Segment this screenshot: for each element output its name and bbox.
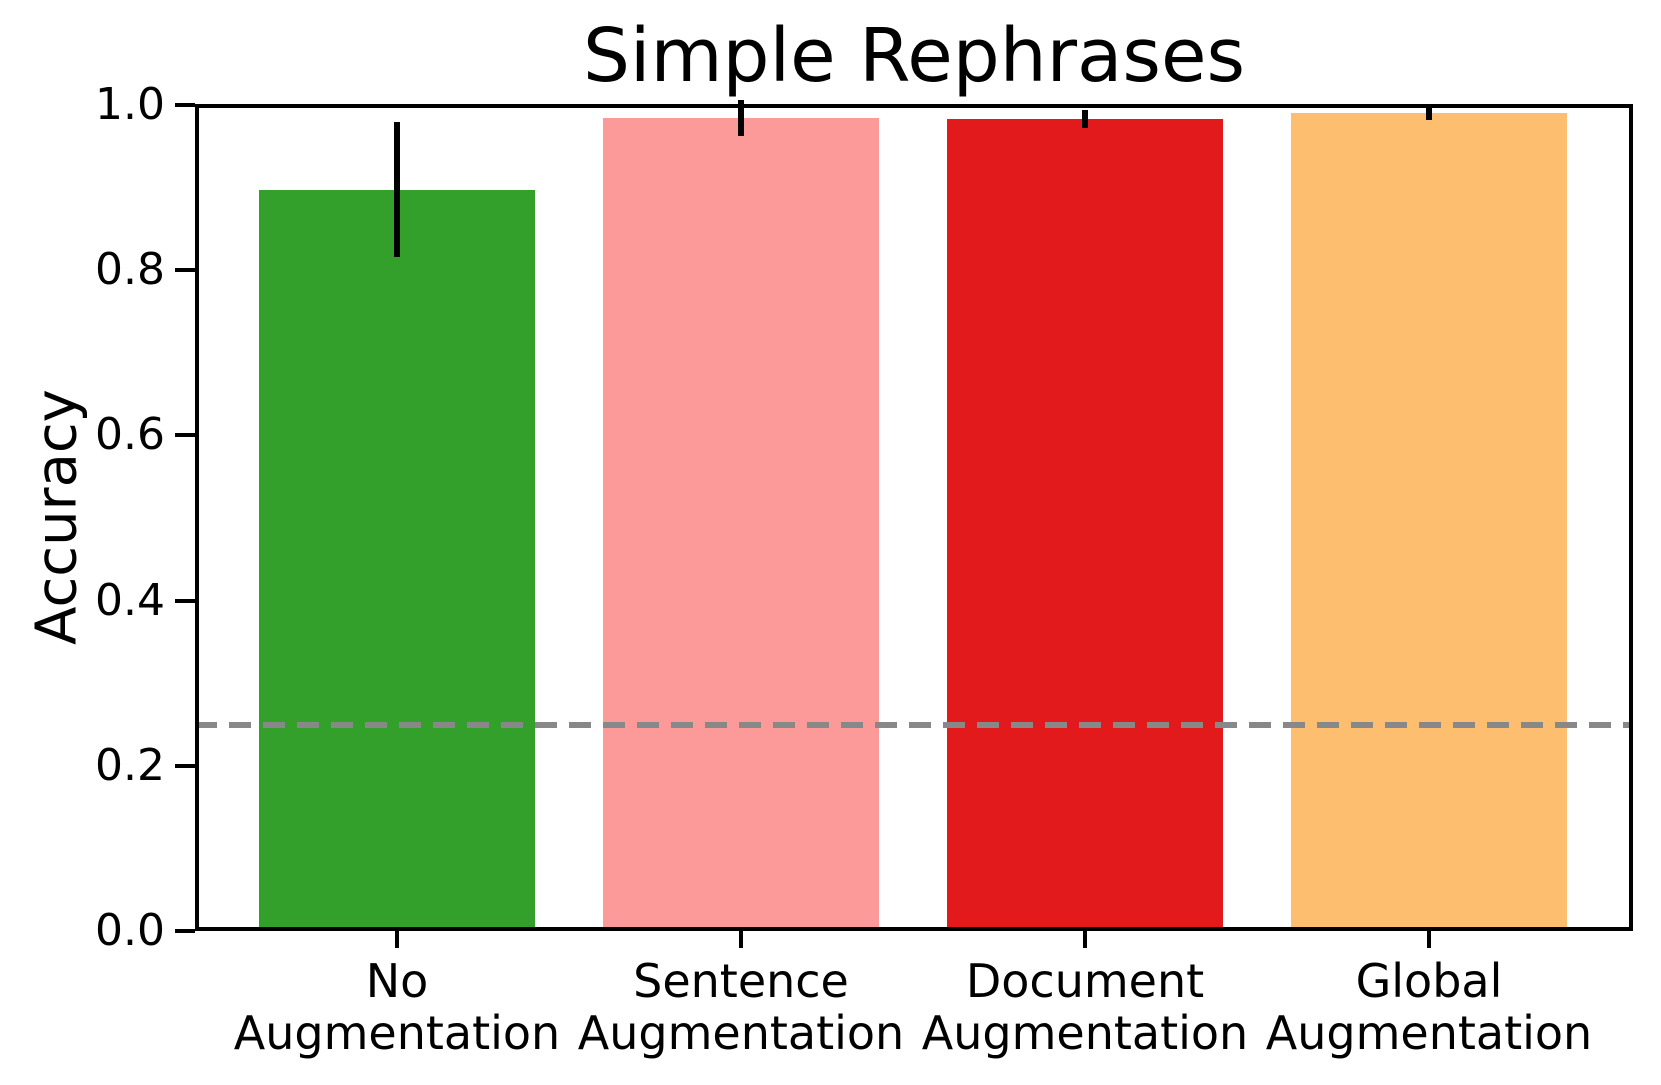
y-tick-mark bbox=[175, 433, 195, 437]
x-tick-mark bbox=[1427, 931, 1431, 948]
reference-line bbox=[195, 722, 1633, 728]
x-tick-mark bbox=[395, 931, 399, 948]
error-bar-no-augmentation bbox=[394, 122, 400, 257]
x-tick-label-line: Augmentation bbox=[1265, 1006, 1593, 1060]
error-bar-document-augmentation bbox=[1082, 110, 1088, 128]
y-tick-label: 0.8 bbox=[95, 244, 165, 295]
x-tick-label-line: Augmentation bbox=[577, 1006, 905, 1060]
bar-document-augmentation bbox=[947, 119, 1223, 931]
bar-sentence-augmentation bbox=[603, 118, 879, 931]
chart-title: Simple Rephrases bbox=[582, 13, 1246, 99]
x-tick-label-line: Document bbox=[965, 954, 1205, 1008]
x-tick-mark bbox=[739, 931, 743, 948]
x-tick-label-line: Augmentation bbox=[233, 1006, 561, 1060]
x-tick-label-line: No bbox=[365, 954, 429, 1008]
y-tick-label: 0.2 bbox=[95, 740, 165, 791]
y-tick-mark bbox=[175, 599, 195, 603]
bar-no-augmentation bbox=[259, 190, 535, 931]
y-tick-mark bbox=[175, 268, 195, 272]
error-bar-sentence-augmentation bbox=[738, 100, 744, 136]
y-tick-mark bbox=[175, 929, 195, 933]
error-bar-global-augmentation bbox=[1426, 107, 1432, 120]
y-tick-label: 0.0 bbox=[95, 905, 165, 956]
x-tick-mark bbox=[1083, 931, 1087, 948]
x-tick-label-line: Global bbox=[1355, 954, 1503, 1008]
bar-global-augmentation bbox=[1291, 113, 1567, 931]
y-tick-label: 1.0 bbox=[95, 79, 165, 130]
y-tick-mark bbox=[175, 103, 195, 107]
y-tick-label: 0.4 bbox=[95, 575, 165, 626]
y-tick-label: 0.6 bbox=[95, 409, 165, 460]
x-tick-label-line: Augmentation bbox=[921, 1006, 1249, 1060]
y-tick-mark bbox=[175, 764, 195, 768]
x-tick-label-line: Sentence bbox=[633, 954, 849, 1008]
